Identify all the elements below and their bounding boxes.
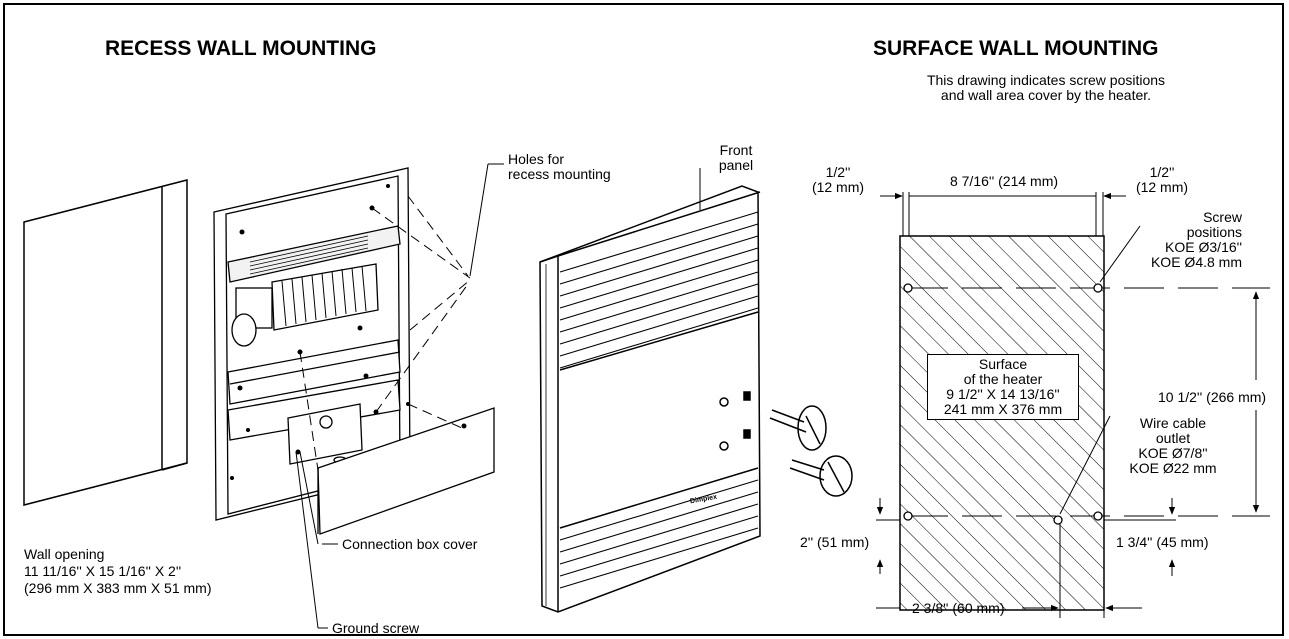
surface-note: This drawing indicates screw positions a…	[856, 73, 1236, 103]
surface-box-line-4: 241 mm X 376 mm	[943, 401, 1063, 417]
surface-note-line-1: This drawing indicates screw positions	[926, 72, 1166, 88]
wire-outlet-line-1: Wire cable	[1139, 415, 1207, 431]
right-margin-line-1: 1/2''	[1149, 164, 1175, 180]
wall-opening-label: Wall opening 11 11/16'' X 15 1/16'' X 2'…	[24, 546, 212, 597]
left-margin-line-1: 1/2''	[825, 164, 851, 180]
holes-leader	[469, 163, 504, 277]
wire-outlet-label: Wire cable outlet KOE Ø7/8'' KOE Ø22 mm	[1108, 416, 1238, 476]
alignment-lines	[299, 195, 471, 471]
front-panel-drawing	[539, 185, 853, 613]
screw-positions-line-4: KOE Ø4.8 mm	[1150, 254, 1242, 270]
wall-opening-line-2: 11 11/16'' X 15 1/16'' X 2''	[24, 563, 182, 579]
wall-opening-line-3: (296 mm X 383 mm X 51 mm)	[24, 580, 212, 596]
wall-opening-drawing	[23, 179, 188, 506]
surface-area	[899, 235, 1105, 611]
diagram-frame	[3, 3, 1284, 636]
right-margin-label: 1/2'' (12 mm)	[1132, 165, 1192, 195]
surface-box-line-2: of the heater	[963, 371, 1043, 387]
heater-box-drawing	[213, 167, 495, 535]
recess-leaders	[295, 451, 338, 629]
screw-positions-label: Screw positions KOE Ø3/16'' KOE Ø4.8 mm	[1112, 210, 1242, 270]
surface-note-line-2: and wall area cover by the heater.	[940, 87, 1152, 103]
left-margin-label: 1/2'' (12 mm)	[808, 165, 868, 195]
wall-opening-line-1: Wall opening	[24, 546, 105, 562]
width-span-label: 8 7/16'' (214 mm)	[930, 174, 1078, 189]
surface-title: SURFACE WALL MOUNTING	[873, 37, 1159, 60]
surface-box-line-3: 9 1/2'' X 14 13/16''	[946, 386, 1060, 402]
bottom-right-dim-label: 1 3/4'' (45 mm)	[1116, 534, 1209, 550]
screw-holes	[903, 283, 1103, 525]
dimension-lines	[876, 192, 1270, 618]
ground-screw-label: Ground screw	[332, 620, 420, 636]
front-panel-label: Front panel	[706, 143, 766, 173]
holes-label: Holes for recess mounting	[508, 152, 611, 182]
front-panel-label-line-2: panel	[718, 157, 754, 173]
screw-positions-line-1: Screw	[1203, 209, 1242, 225]
bottom-left-dim-label: 2'' (51 mm)	[800, 534, 870, 550]
right-margin-line-2: (12 mm)	[1135, 179, 1189, 195]
wire-outlet-line-2: outlet	[1155, 430, 1191, 446]
left-margin-line-2: (12 mm)	[811, 179, 865, 195]
connection-box-cover-label: Connection box cover	[342, 536, 478, 552]
front-panel-label-line-1: Front	[719, 142, 753, 158]
wire-outlet-line-4: KOE Ø22 mm	[1129, 460, 1217, 476]
wire-outlet-line-3: KOE Ø7/8''	[1138, 445, 1208, 461]
holes-label-line-2: recess mounting	[508, 166, 611, 182]
holes-label-line-1: Holes for	[508, 151, 565, 167]
surface-box-label: Surface of the heater 9 1/2'' X 14 13/16…	[927, 354, 1079, 420]
height-span-label: 10 1/2'' (266 mm)	[1156, 389, 1269, 405]
outlet-offset-label: 2 3/8'' (60 mm)	[912, 600, 1005, 616]
screw-positions-line-3: KOE Ø3/16''	[1165, 239, 1242, 255]
surface-box-line-1: Surface	[978, 356, 1028, 372]
recess-title: RECESS WALL MOUNTING	[105, 37, 377, 60]
screw-positions-line-2: positions	[1186, 224, 1242, 240]
